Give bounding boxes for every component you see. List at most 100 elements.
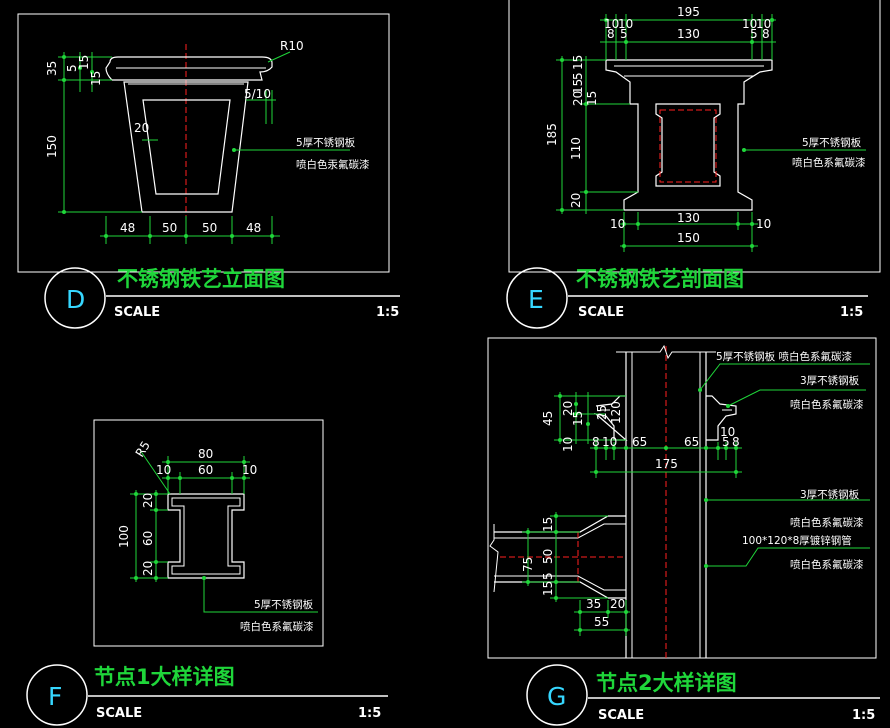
panel-g-scale-value: 1:5: [852, 708, 875, 723]
dim-e-b10a: 10: [610, 217, 625, 231]
panel-f-bubble: [26, 664, 88, 726]
dim-d-r10: R10: [280, 39, 304, 53]
dim-d-15a: 15: [77, 55, 91, 70]
panel-d: 35 5 15 15 150 R10 5/10 20 5厚不锈钢板 喷白色汞氟碳…: [17, 13, 400, 329]
panel-e: 195 10 10 8 5 130 10 10 5 8 15 5 15 20 1…: [506, 0, 881, 329]
dim-g-25: 25: [595, 405, 609, 420]
panel-g-frame: [487, 337, 877, 659]
dim-g-t5: 5: [722, 435, 730, 449]
note-g-b1: 3厚不锈钢板: [800, 374, 860, 387]
dim-f-100: 100: [117, 525, 131, 548]
dim-g-t8: 8: [592, 435, 600, 449]
dim-e-l5: 5: [571, 72, 585, 80]
dim-g-15: 15: [571, 411, 585, 426]
dim-g-120: 120: [609, 401, 623, 424]
dim-d-20: 20: [134, 121, 149, 135]
dim-d-b50b: 50: [202, 221, 217, 235]
dim-f-80: 80: [198, 447, 213, 461]
panel-f-i-section: [167, 493, 245, 579]
dim-e-110: 110: [569, 137, 583, 160]
dim-d-b50a: 50: [162, 221, 177, 235]
dim-g-t10: 10: [602, 435, 617, 449]
dim-e-l15c: 15: [585, 91, 599, 106]
dim-g-175: 175: [655, 457, 678, 471]
dim-d-b48a: 48: [120, 221, 135, 235]
panel-d-bubble: [44, 267, 106, 329]
panel-d-scale-label: SCALE: [114, 305, 160, 320]
dim-f-t10b: 10: [242, 463, 257, 477]
panel-d-title: 不锈钢铁艺立面图: [117, 267, 285, 291]
panel-e-inner-section: [655, 103, 721, 187]
panel-d-scale-value: 1:5: [376, 305, 399, 320]
dim-e-t5b: 5: [750, 27, 758, 41]
dim-e-185: 185: [545, 123, 559, 146]
dim-g-45: 45: [541, 411, 555, 426]
dim-d-150: 150: [45, 135, 59, 158]
dim-f-l20a: 20: [141, 493, 155, 508]
dim-e-t10a: 10: [604, 17, 619, 31]
note-e-2: 喷白色系氟碳漆: [792, 156, 866, 169]
dim-e-t8b: 8: [762, 27, 770, 41]
note-d-1: 5厚不锈钢板: [296, 136, 356, 149]
panel-d-cap: [105, 56, 273, 81]
dim-e-t8a: 8: [607, 27, 615, 41]
note-g-c1: 3厚不锈钢板: [800, 488, 860, 501]
dim-g-t10b: 10: [720, 425, 735, 439]
note-f-1: 5厚不锈钢板: [254, 598, 314, 611]
dim-e-t5a: 5: [620, 27, 628, 41]
dim-g-t65b: 65: [684, 435, 699, 449]
dim-g-10: 10: [561, 437, 575, 452]
dim-e-t10c: 10: [742, 17, 757, 31]
panel-e-bubble: [506, 267, 568, 329]
note-f-2: 喷白色系氟碳漆: [240, 620, 314, 633]
note-d-2: 喷白色汞氟碳漆: [296, 158, 370, 171]
panel-f-frame: [93, 419, 324, 647]
panel-g-letter: G: [547, 682, 566, 711]
panel-d-letter: D: [66, 285, 85, 314]
note-g-c2: 喷白色系氟碳漆: [790, 516, 864, 529]
panel-e-scale-value: 1:5: [840, 305, 863, 320]
dim-e-b10b: 10: [756, 217, 771, 231]
panel-g-title: 节点2大样详图: [596, 671, 737, 695]
panel-d-cutout: [142, 99, 231, 195]
panel-f-scale-label: SCALE: [96, 706, 142, 721]
dim-g-55: 55: [594, 615, 609, 629]
dim-e-130: 130: [677, 27, 700, 41]
panel-e-title: 不锈钢铁艺剖面图: [576, 267, 744, 291]
dim-e-b130: 130: [677, 211, 700, 225]
dim-g-b20: 20: [610, 597, 625, 611]
panel-f-scale-value: 1:5: [358, 706, 381, 721]
note-e-1: 5厚不锈钢板: [802, 136, 862, 149]
panel-f-letter: F: [48, 682, 62, 711]
dim-g-35: 35: [586, 597, 601, 611]
dim-g-s15b: 15: [541, 581, 555, 596]
dim-g-20: 20: [561, 401, 575, 416]
panel-g: 45 20 15 10 25 120 8 10 65 65 10 5 8 175…: [487, 337, 880, 726]
dim-e-l15a: 15: [571, 55, 585, 70]
dim-f-l20b: 20: [141, 561, 155, 576]
dim-e-t10b: 10: [618, 17, 633, 31]
dim-f-l60: 60: [141, 531, 155, 546]
dim-d-15b: 15: [89, 71, 103, 86]
panel-f-title: 节点1大样详图: [94, 665, 235, 689]
note-g-c3: 100*120*8厚镀锌钢管: [742, 534, 852, 547]
panel-e-frame: [508, 0, 881, 273]
panel-d-body: [123, 81, 249, 213]
panel-g-scale-label: SCALE: [598, 708, 644, 723]
note-g-c4: 喷白色系氟碳漆: [790, 558, 864, 571]
dim-e-l20b: 20: [569, 193, 583, 208]
dim-f-60: 60: [198, 463, 213, 477]
panel-d-frame: [17, 13, 390, 273]
dim-e-l15b: 15: [571, 79, 585, 94]
dim-d-5: 5: [65, 64, 79, 72]
dim-e-t10d: 10: [756, 17, 771, 31]
dim-g-75: 75: [521, 557, 535, 572]
dim-f-r5: R5: [133, 439, 153, 460]
dim-g-t8b: 8: [732, 435, 740, 449]
panel-e-letter: E: [528, 285, 544, 314]
dim-d-b48b: 48: [246, 221, 261, 235]
panel-e-scale-label: SCALE: [578, 305, 624, 320]
dim-e-150: 150: [677, 231, 700, 245]
dim-e-l20: 20: [571, 91, 585, 106]
